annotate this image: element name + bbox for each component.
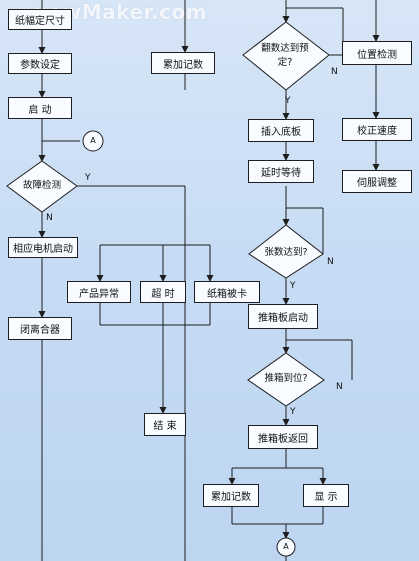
label-yes-sheets: Y [290,281,296,291]
diamond-count-reached [242,21,330,91]
box-servo-adjust: 伺服调整 [342,170,412,193]
connector-a-top-label: A [90,136,96,145]
connector-a-bottom [276,537,296,557]
label-count-reached-1: 翻数达到预 [261,43,309,54]
box-speed-correct: 校正速度 [342,118,412,141]
box-insert-board: 插入底板 [248,119,314,142]
box-delay-wait: 延时等待 [248,160,314,183]
box-accumulate-top: 累加记数 [151,52,215,74]
label-no-sheets: N [327,257,334,267]
box-timeout: 超 时 [140,281,186,303]
label-push-in-place: 推箱到位? [264,373,308,384]
box-end: 结 束 [144,413,186,436]
label-no-count: N [331,67,338,77]
connector-a-top [82,130,104,152]
diamond-fault-check [6,160,78,213]
label-yes-count: Y [285,96,291,106]
box-product-abnormal: 产品异常 [67,281,131,303]
box-display: 显 示 [303,484,349,507]
box-paper-size: 纸幅定尺寸 [8,9,72,30]
box-push-start: 推箱板启动 [248,304,318,329]
box-start: 启 动 [8,97,72,119]
label-sheets-reached: 张数达到? [264,247,308,258]
label-fault-check: 故障检测 [22,180,61,191]
box-clutch-close: 闭离合器 [8,317,72,340]
box-box-jammed: 纸箱被卡 [194,281,260,303]
box-accumulate-bottom: 累加记数 [203,484,259,507]
label-no-fault: N [46,213,53,223]
label-no-push: N [336,382,343,392]
box-push-return: 推箱板返回 [248,425,318,449]
diamond-push-in-place [247,352,325,407]
label-count-reached-2: 定? [277,57,293,68]
box-motor-start: 相应电机启动 [8,237,78,258]
box-position-detect: 位置检测 [342,41,412,65]
label-yes-push: Y [290,407,296,417]
label-yes-fault: Y [85,173,91,183]
box-param-setting: 参数设定 [8,53,72,74]
diamond-sheets-reached [248,224,324,279]
connector-a-bottom-label: A [283,542,289,551]
